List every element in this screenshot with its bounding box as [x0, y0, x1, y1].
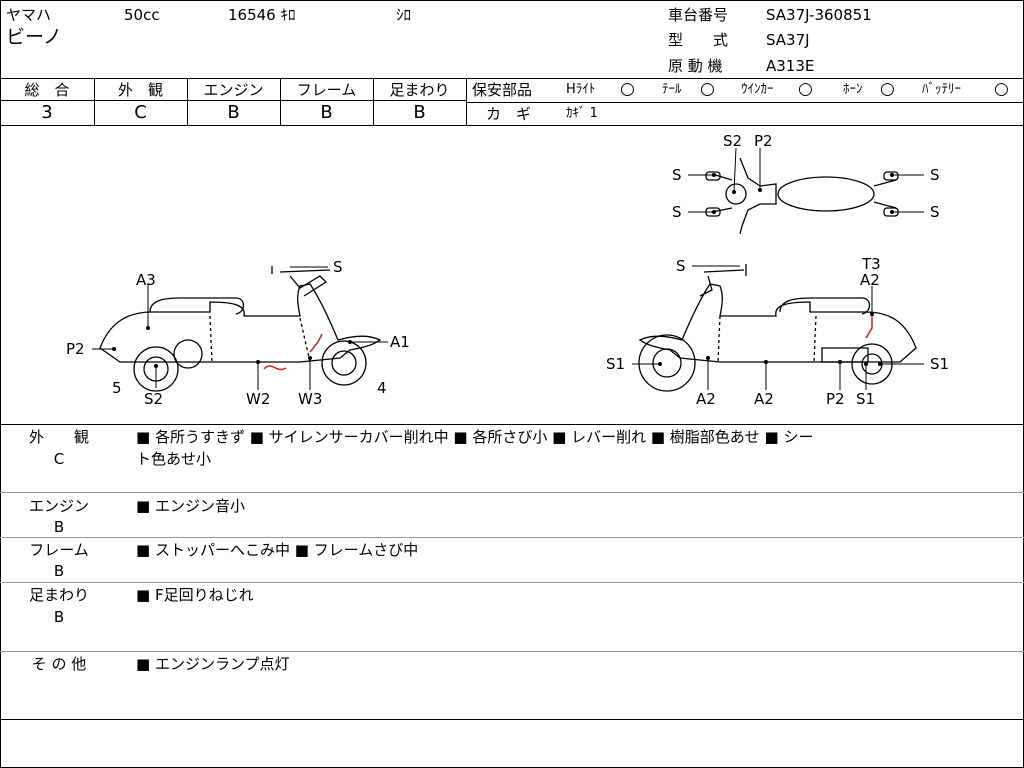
- divider: [466, 102, 1024, 103]
- frame-no-label: 車台番号: [668, 6, 729, 24]
- divider: [373, 78, 374, 125]
- note-label-exterior: 外 観: [28, 428, 89, 446]
- safety-horn: ﾎｰﾝ: [843, 82, 863, 97]
- safety-battery-mark: ○: [994, 79, 1009, 99]
- key-label: カ ギ: [486, 105, 532, 123]
- grade-overall: 3: [41, 102, 53, 123]
- type-value: SA37J: [766, 31, 810, 49]
- grade-label-exterior: 外 観: [117, 81, 163, 99]
- type-label: 型 式: [668, 31, 729, 49]
- grade-suspension: B: [413, 102, 426, 123]
- note-text-frame: ■ ストッパーへこみ中 ■ フレームさび中: [136, 541, 419, 559]
- note-grade-frame: B: [53, 562, 65, 580]
- label-right-p2: P2: [826, 390, 845, 408]
- label-right-a2: A2: [696, 390, 716, 408]
- engine-value: A313E: [766, 57, 815, 75]
- safety-headlight-mark: ○: [620, 79, 635, 99]
- safety-tail-mark: ○: [700, 79, 715, 99]
- body-color: ｼﾛ: [396, 6, 412, 24]
- scooter-top-view: [705, 157, 899, 235]
- scooter-left-view: [99, 266, 382, 392]
- label-right-a2: A2: [754, 390, 774, 408]
- callout-dots: [112, 173, 894, 368]
- engine-label: 原 動 機: [668, 57, 723, 75]
- label-top-s: S: [930, 166, 940, 184]
- note-label-engine: エンジン: [28, 497, 89, 515]
- divider: [0, 582, 1024, 583]
- label-top-s2: S2: [723, 132, 742, 150]
- divider: [0, 424, 1024, 425]
- safety-title: 保安部品: [472, 81, 533, 99]
- note-grade-exterior: C: [53, 450, 65, 468]
- divider: [0, 537, 1024, 538]
- label-right-s1: S1: [856, 390, 875, 408]
- note-text-other: ■ エンジンランプ点灯: [136, 655, 290, 673]
- scooter-damage-diagram: S2 P2 S S S S S A3 P2 5 S2 W2 W3 A1 4 S …: [66, 132, 949, 408]
- grade-engine: B: [227, 102, 240, 123]
- grade-exterior: C: [134, 102, 147, 123]
- note-text-engine: ■ エンジン音小: [136, 497, 245, 515]
- label-left-s2: S2: [144, 390, 163, 408]
- displacement: 50cc: [124, 6, 160, 24]
- grade-label-suspension: 足まわり: [389, 81, 450, 99]
- label-left-5: 5: [112, 379, 122, 397]
- label-left-p2: P2: [66, 340, 85, 358]
- diagram-labels: S2 P2 S S S S S A3 P2 5 S2 W2 W3 A1 4 S …: [66, 132, 949, 408]
- note-text-suspension: ■ F足回りねじれ: [136, 586, 254, 604]
- grade-label-engine: エンジン: [203, 81, 264, 99]
- note-label-other: そ の 他: [31, 655, 87, 673]
- divider: [0, 125, 1024, 126]
- grade-frame: B: [320, 102, 333, 123]
- scooter-right-view: [638, 264, 917, 392]
- safety-tail: ﾃｰﾙ: [662, 82, 682, 97]
- mileage: 16546 ｷﾛ: [228, 6, 296, 24]
- divider: [0, 78, 1024, 79]
- note-grade-engine: B: [53, 518, 65, 536]
- grade-label-frame: フレーム: [296, 81, 357, 99]
- label-left-4: 4: [377, 379, 387, 397]
- label-left-w3: W3: [298, 390, 322, 408]
- label-right-s: S: [676, 257, 686, 275]
- key-value: ｶｷﾞ 1: [566, 106, 598, 121]
- model-name: ビーノ: [6, 26, 62, 48]
- maker: ヤマハ: [6, 6, 52, 24]
- divider: [0, 719, 1024, 720]
- divider: [280, 78, 281, 125]
- note-text-exterior-cont: ト色あせ小: [136, 450, 212, 468]
- divider: [0, 100, 466, 101]
- divider: [187, 78, 188, 125]
- note-label-frame: フレーム: [29, 541, 89, 559]
- safety-winker-mark: ○: [798, 79, 813, 99]
- damage-mark: [309, 333, 323, 353]
- divider: [0, 651, 1024, 652]
- safety-battery: ﾊﾞｯﾃﾘｰ: [922, 82, 961, 97]
- label-left-a1: A1: [390, 333, 410, 351]
- note-grade-suspension: B: [53, 608, 65, 626]
- grade-label-overall: 総 合: [24, 81, 70, 99]
- divider: [466, 78, 467, 125]
- damage-mark: [865, 316, 873, 339]
- safety-winker: ｳｲﾝｶｰ: [741, 82, 774, 97]
- label-top-s: S: [672, 203, 682, 221]
- label-left-w2: W2: [246, 390, 270, 408]
- frame-no: SA37J-360851: [766, 6, 872, 24]
- note-label-suspension: 足まわり: [28, 586, 89, 604]
- safety-headlight: Hﾗｲﾄ: [566, 82, 596, 97]
- safety-horn-mark: ○: [880, 79, 895, 99]
- label-top-s: S: [672, 166, 682, 184]
- divider: [94, 78, 95, 125]
- divider: [0, 492, 1024, 493]
- label-right-a2: A2: [860, 271, 880, 289]
- damage-mark: [263, 365, 287, 371]
- note-text-exterior: ■ 各所うすきず ■ サイレンサーカバー削れ中 ■ 各所さび小 ■ レバー削れ …: [136, 428, 814, 446]
- label-right-s1: S1: [930, 355, 949, 373]
- callout-lines: [92, 147, 924, 390]
- label-left-s: S: [333, 258, 343, 276]
- label-left-a3: A3: [136, 271, 156, 289]
- label-right-s1: S1: [606, 355, 625, 373]
- label-top-s: S: [930, 203, 940, 221]
- label-top-p2: P2: [754, 132, 773, 150]
- label-right-t3: T3: [861, 255, 881, 273]
